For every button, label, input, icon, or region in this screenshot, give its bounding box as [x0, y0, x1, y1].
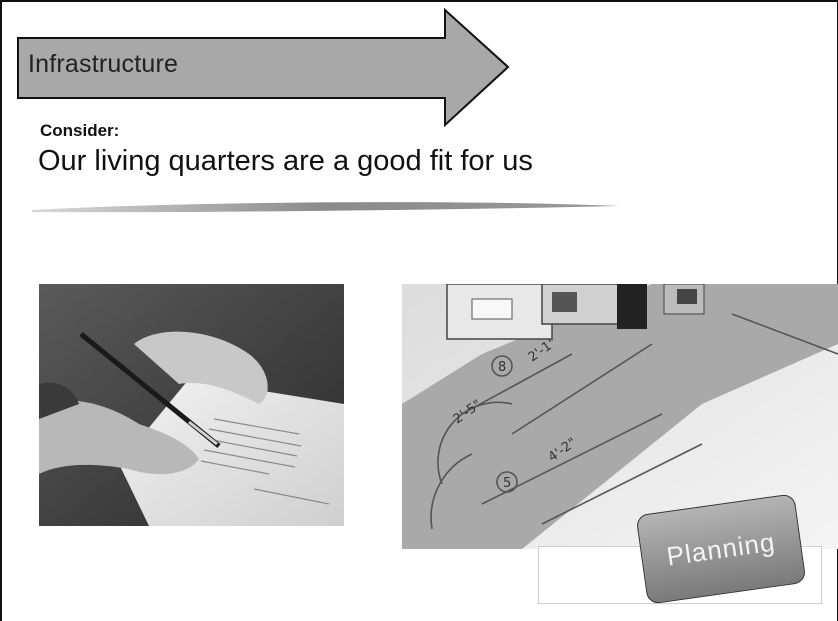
contract-signing-photo: [39, 284, 344, 526]
section-arrow-shape: [17, 7, 510, 128]
svg-text:8: 8: [498, 360, 506, 375]
section-title: Infrastructure: [28, 50, 179, 78]
svg-text:5: 5: [503, 476, 511, 491]
heading-underline-swoosh: [32, 202, 620, 213]
consider-label: Consider:: [40, 121, 120, 140]
house-on-blueprint-icon: 8 5 2'-1" 2'-5" 4'-2": [402, 284, 838, 549]
contract-signing-icon: [39, 284, 344, 526]
statement-heading: Our living quarters are a good fit for u…: [38, 145, 533, 177]
house-model-blueprint-photo: 8 5 2'-1" 2'-5" 4'-2": [402, 284, 838, 549]
